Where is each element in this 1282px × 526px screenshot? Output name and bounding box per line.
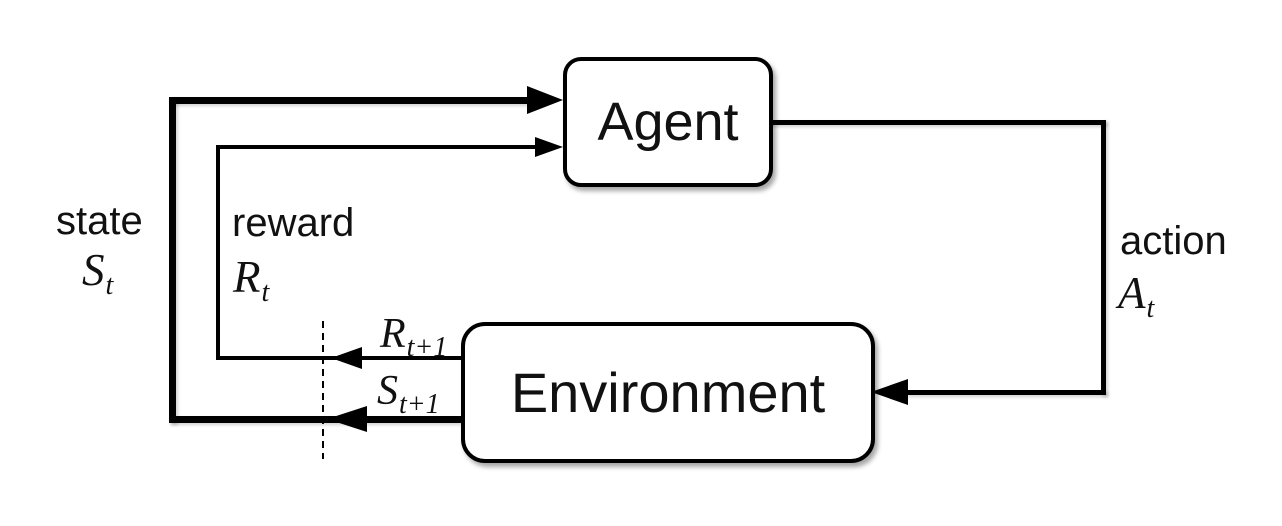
reward-line-left [216,145,220,360]
state-line-left [169,97,176,423]
state-word-label: state [56,199,143,243]
next-state-arrowhead [327,406,367,432]
state-symbol: St [82,245,114,301]
state-line-bottom [169,416,463,423]
action-into-environment-arrowhead [871,379,908,405]
environment-box: Environment [461,322,875,463]
time-step-dashed-line [322,321,324,459]
action-line-bottom [906,390,1106,395]
action-word-label: action [1120,219,1227,263]
next-reward-arrowhead [331,347,362,369]
agent-box-label: Agent [597,92,739,152]
action-line-right [1101,120,1106,395]
reward-line-top [216,145,535,149]
next-reward-symbol: Rt+1 [380,311,448,363]
action-line-top [766,120,1106,125]
environment-box-label: Environment [510,361,826,424]
next-state-symbol: St+1 [377,368,440,420]
action-symbol: At [1118,268,1155,324]
reward-into-agent-arrowhead [535,137,563,157]
state-line-top [169,97,527,104]
state-into-agent-arrowhead [527,86,563,114]
reward-word-label: reward [232,201,355,245]
reward-symbol: Rt [233,252,270,308]
agent-box: Agent [563,57,773,187]
